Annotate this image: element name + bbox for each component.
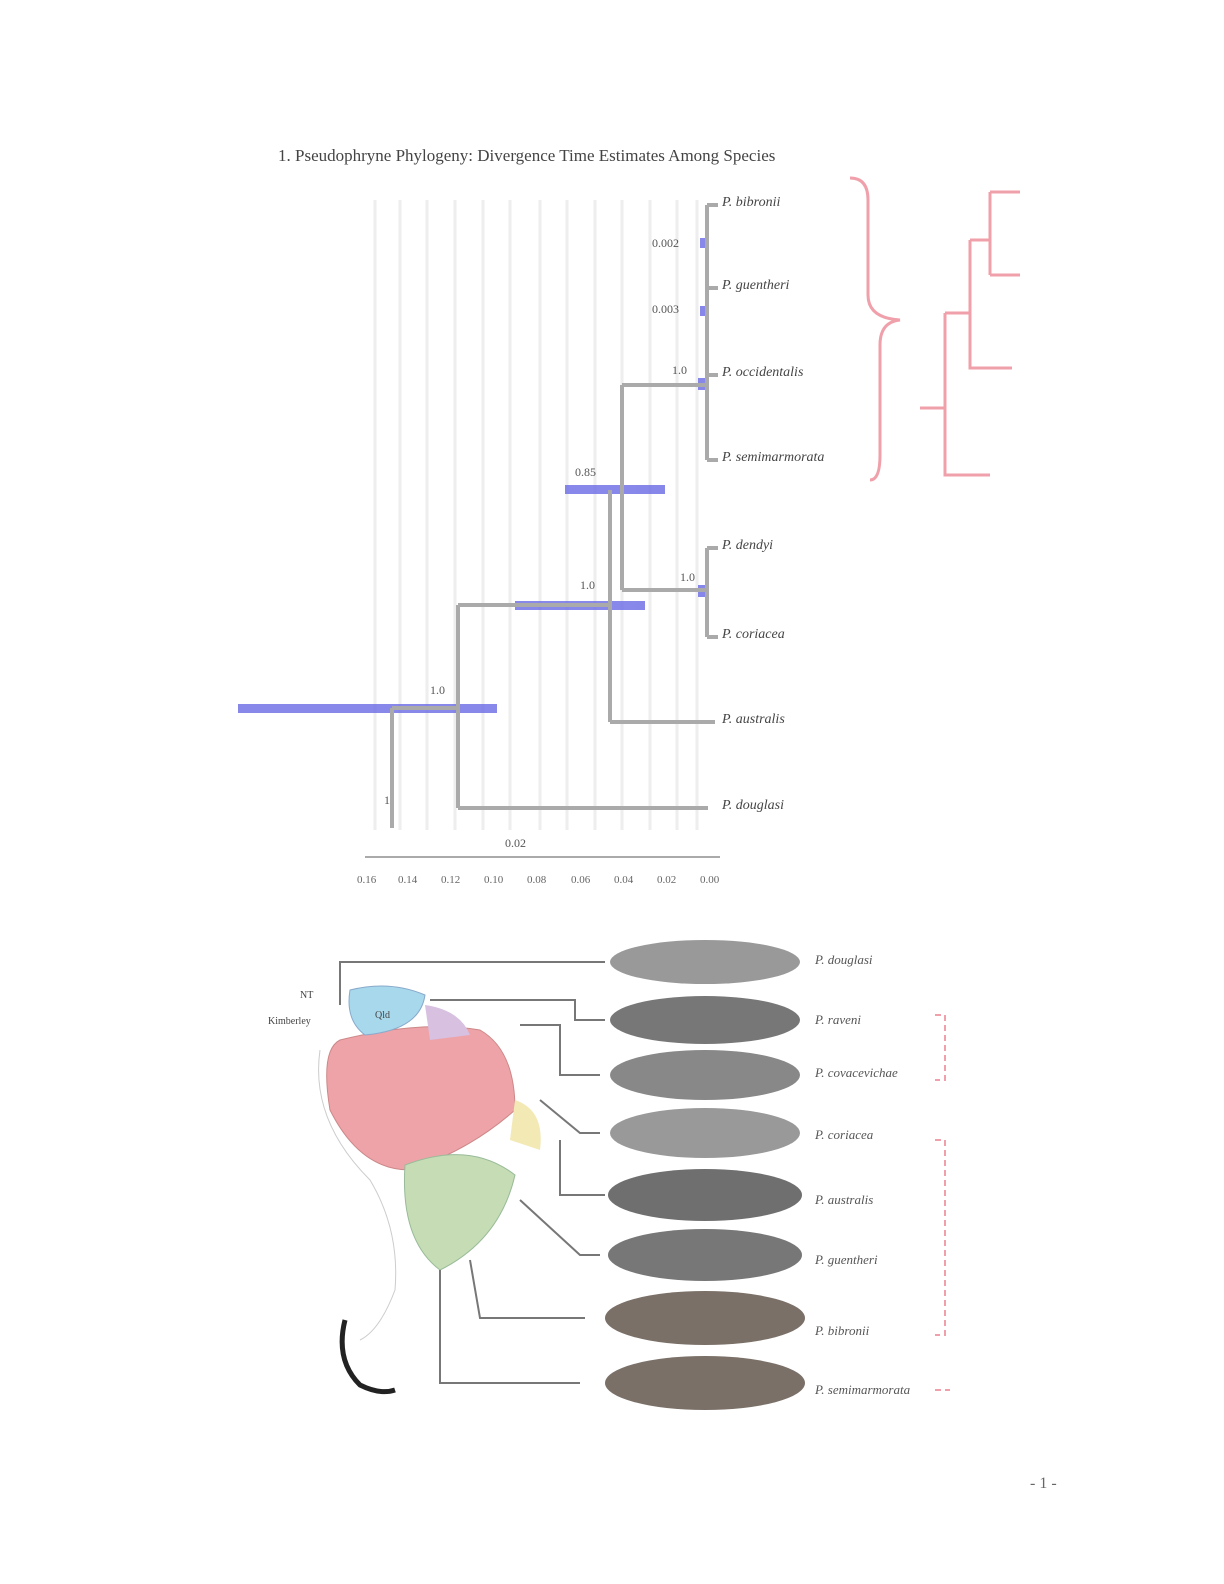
species-label: P. coriacea xyxy=(815,1127,874,1142)
species-label: P. australis xyxy=(815,1192,874,1207)
node-label: 1 xyxy=(384,793,390,807)
tip-label: P. guentheri xyxy=(722,278,790,293)
axis-tick: 0.10 xyxy=(484,874,504,886)
map xyxy=(318,985,541,1395)
species-label: P. semimarmorata xyxy=(815,1382,911,1397)
tip-label: P. occidentalis xyxy=(722,365,804,380)
axis-tick: 0.00 xyxy=(700,874,720,886)
tip-label: P. dendyi xyxy=(722,538,774,553)
axis-tick: 0.04 xyxy=(614,874,634,886)
species-brackets xyxy=(935,1014,950,1391)
axis-tick: 0.12 xyxy=(441,874,461,886)
node-label: 0.85 xyxy=(575,465,596,479)
axis-tick: 0.14 xyxy=(398,874,418,886)
pink-brace xyxy=(849,176,1020,482)
scale-label: 0.02 xyxy=(505,836,526,850)
axis-tick: 0.06 xyxy=(571,874,591,886)
tip-label: P. coriacea xyxy=(722,627,785,642)
tree-branches xyxy=(365,203,720,858)
map-label: Kimberley xyxy=(268,1016,311,1027)
node-label: 1.0 xyxy=(680,570,695,584)
node-label: 1.0 xyxy=(580,578,595,592)
axis-tick: 0.02 xyxy=(657,874,677,886)
species-label: P. raveni xyxy=(815,1012,861,1027)
uncertainty-bars xyxy=(238,238,708,713)
map-label: Qld xyxy=(375,1010,390,1021)
species-label: P. guentheri xyxy=(815,1252,878,1267)
tip-label: P. douglasi xyxy=(722,798,784,813)
tip-label: P. semimarmorata xyxy=(722,450,825,465)
axis-tick: 0.08 xyxy=(527,874,547,886)
tip-label: P. bibronii xyxy=(722,195,781,210)
node-label: 0.003 xyxy=(652,302,679,316)
species-label: P. covacevichae xyxy=(815,1065,898,1080)
specimen-photos xyxy=(605,940,805,1410)
tip-label: P. australis xyxy=(722,712,785,727)
axis-tick: 0.16 xyxy=(357,874,377,886)
species-label: P. douglasi xyxy=(815,952,873,967)
node-label: 0.002 xyxy=(652,236,679,250)
page-number: - 1 - xyxy=(1030,1475,1057,1492)
map-label: NT xyxy=(300,990,314,1001)
node-label: 1.0 xyxy=(672,363,687,377)
species-label: P. bibronii xyxy=(815,1323,870,1338)
figure-title: 1. Pseudophryne Phylogeny: Divergence Ti… xyxy=(278,146,776,165)
node-label: 1.0 xyxy=(430,683,445,697)
grid-lines xyxy=(373,200,699,830)
connector-lines xyxy=(339,961,605,1384)
